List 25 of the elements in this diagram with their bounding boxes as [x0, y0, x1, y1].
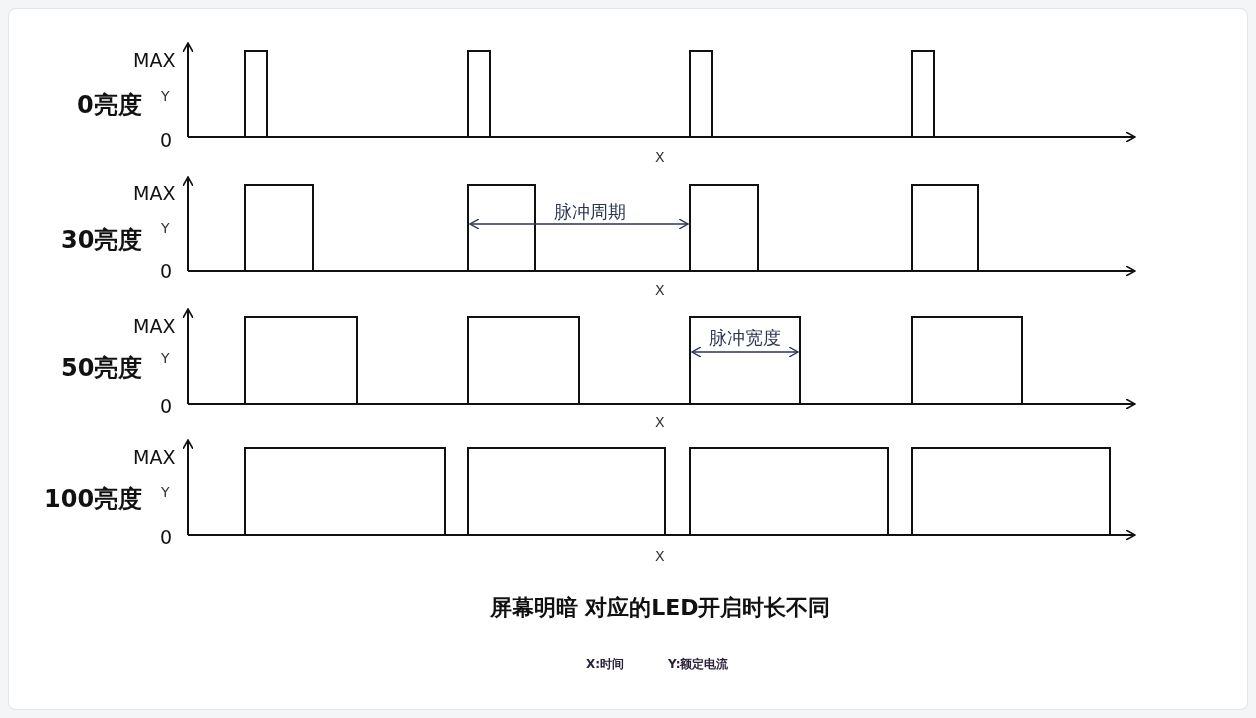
- axis-label: MAX: [133, 183, 176, 203]
- caption: 屏幕明暗 对应的LED开启时长不同: [489, 597, 831, 619]
- axis-label: Y: [161, 351, 170, 365]
- axis-label: 0: [160, 261, 173, 281]
- axis-label: Y: [161, 221, 170, 235]
- legend-note: Y:额定电流: [668, 658, 729, 670]
- axis-label: Y: [161, 89, 170, 103]
- axis-label: 0: [160, 527, 173, 547]
- dimension-label: 脉冲宽度: [707, 329, 783, 347]
- axis-label: Y: [161, 485, 170, 499]
- axis-label: 0: [160, 396, 173, 416]
- brightness-label: 100亮度: [44, 487, 143, 511]
- axis-label: MAX: [133, 447, 176, 467]
- axis-label: X: [655, 549, 665, 563]
- axis-label: X: [655, 283, 665, 297]
- brightness-label: 30亮度: [61, 228, 143, 252]
- axis-label: MAX: [133, 316, 176, 336]
- dimension-label: 脉冲周期: [552, 203, 628, 221]
- axis-label: X: [655, 415, 665, 429]
- axis-label: 0: [160, 130, 173, 150]
- brightness-label: 50亮度: [61, 356, 143, 380]
- legend-note: X:时间: [586, 658, 625, 670]
- axis-label: X: [655, 150, 665, 164]
- brightness-label: 0亮度: [77, 93, 142, 117]
- axis-label: MAX: [133, 50, 176, 70]
